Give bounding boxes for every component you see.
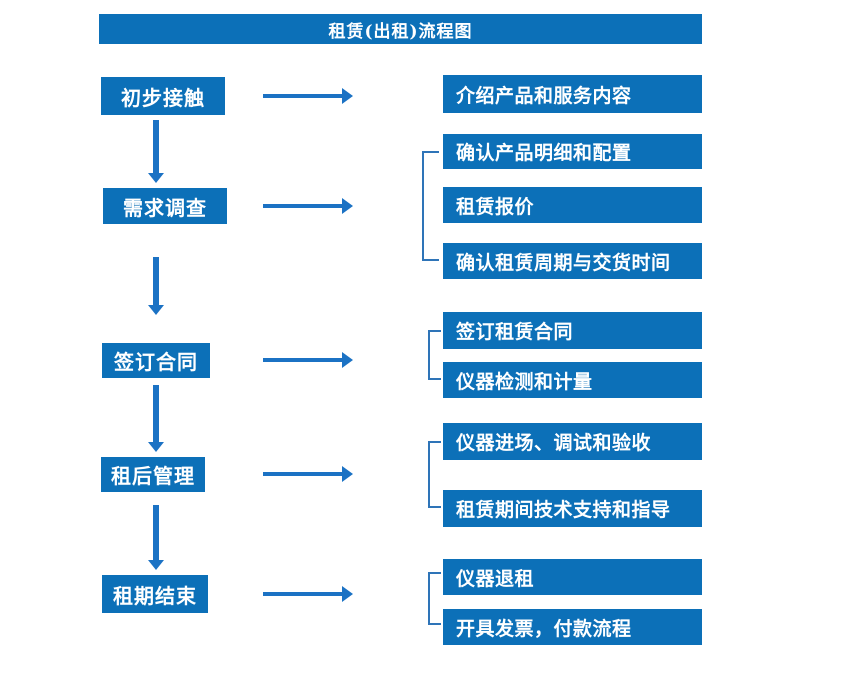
detail-box: 仪器退租 [443,559,702,595]
detail-box: 确认租赁周期与交货时间 [443,243,702,279]
bracket [428,330,441,380]
detail-box: 租赁期间技术支持和指导 [443,490,702,527]
right-arrow-icon [263,586,353,602]
right-arrow-icon [263,198,353,214]
right-arrow-icon [263,466,353,482]
bracket [428,441,441,508]
detail-box: 租赁报价 [443,187,702,223]
down-arrow-icon [148,257,164,315]
step-box-initial-contact: 初步接触 [101,77,225,115]
down-arrow-icon [148,385,164,452]
detail-box: 介绍产品和服务内容 [443,75,702,113]
down-arrow-icon [148,505,164,570]
detail-box: 确认产品明细和配置 [443,134,702,169]
step-box-sign-contract: 签订合同 [102,343,210,378]
detail-box: 仪器检测和计量 [443,362,702,398]
down-arrow-icon [148,120,164,183]
bracket [428,572,441,625]
flowchart-title: 租赁(出租)流程图 [99,14,702,44]
detail-box: 仪器进场、调试和验收 [443,423,702,460]
detail-box: 开具发票，付款流程 [443,609,702,645]
detail-box: 签订租赁合同 [443,312,702,349]
step-box-post-rental-management: 租后管理 [101,457,205,492]
step-box-demand-survey: 需求调查 [103,188,227,224]
right-arrow-icon [263,352,353,368]
step-box-rental-end: 租期结束 [102,575,208,613]
right-arrow-icon [263,88,353,104]
bracket [422,151,439,261]
